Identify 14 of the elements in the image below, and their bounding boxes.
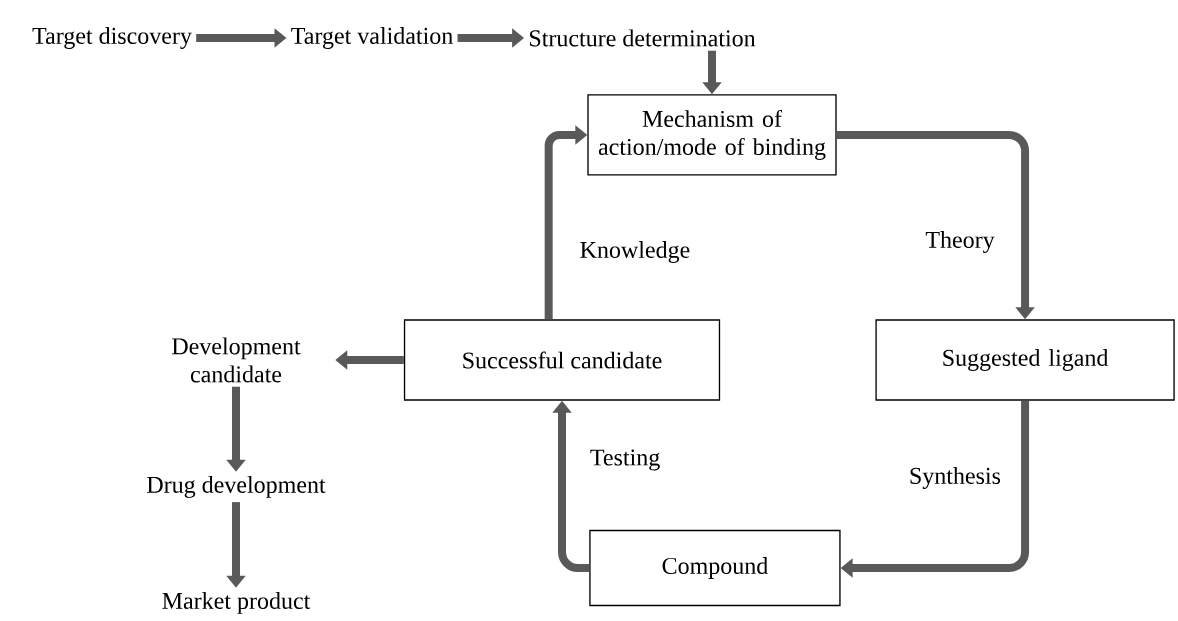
step-label: Development candidate bbox=[172, 337, 301, 383]
step-label: Target discovery bbox=[32, 27, 192, 49]
step-label: Drug development bbox=[147, 476, 326, 498]
edge-label: Theory bbox=[922, 228, 998, 256]
edge-label: Synthesis bbox=[906, 464, 1004, 492]
process-box: Successful candidate bbox=[403, 319, 721, 401]
step-label: Structure determination bbox=[530, 29, 756, 47]
edge-label: Knowledge bbox=[576, 238, 693, 266]
process-box: Mechanism of action/mode of binding bbox=[587, 94, 837, 176]
process-box: Suggested ligand bbox=[875, 319, 1175, 401]
edge-label: Testing bbox=[587, 446, 663, 474]
process-box: Compound bbox=[589, 529, 841, 607]
step-label: Market product bbox=[162, 592, 311, 614]
step-label: Target validation bbox=[291, 27, 453, 49]
